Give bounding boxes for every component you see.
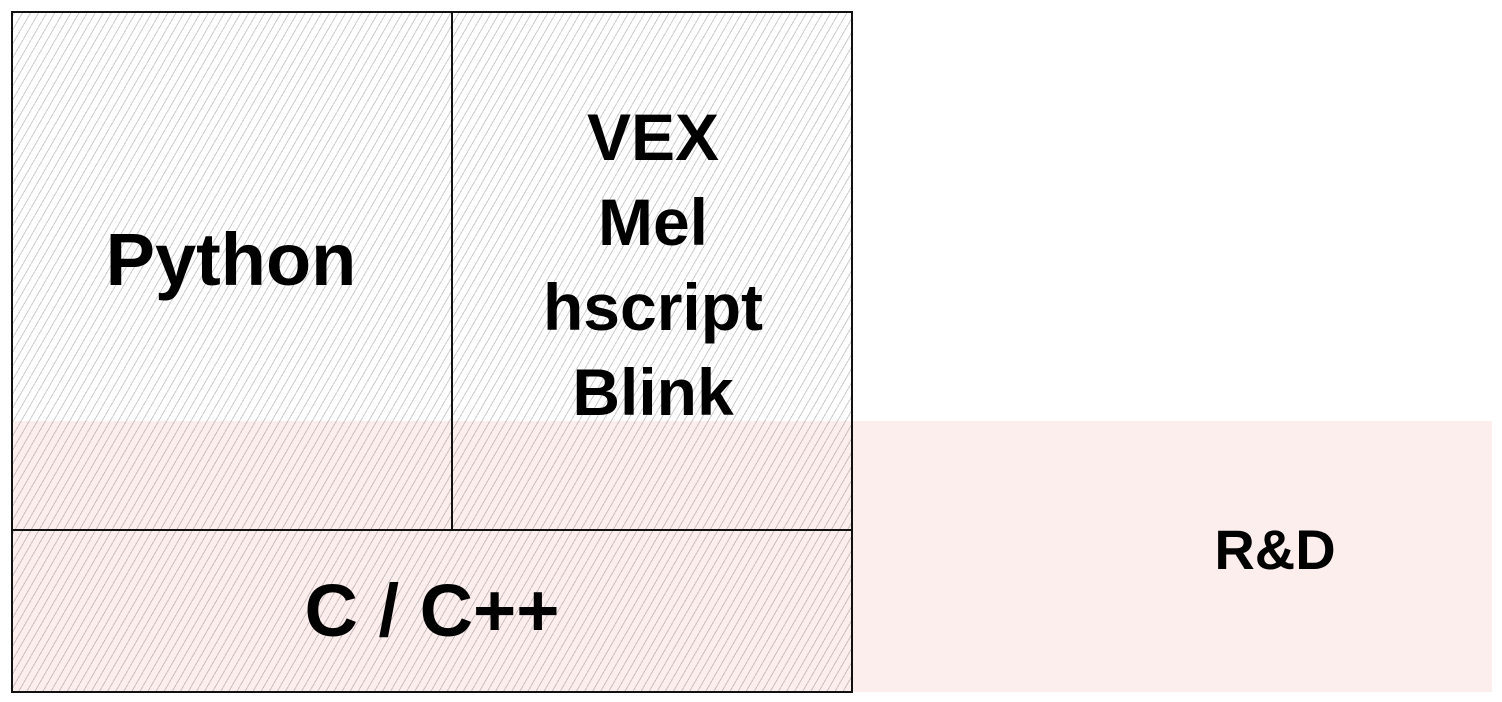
horizontal-divider	[11, 529, 853, 531]
mel-label: Mel	[597, 185, 709, 259]
languages-box	[11, 11, 853, 693]
vertical-divider	[451, 11, 453, 531]
rnd-band	[11, 421, 1492, 692]
python-label: Python	[105, 218, 357, 301]
c-cpp-label: C / C++	[304, 569, 560, 652]
hscript-label: hscript	[542, 270, 764, 344]
scripting-languages-list: VEX Mel hscript Blink	[453, 95, 853, 435]
hatched-languages-area	[12, 12, 852, 691]
blink-label: Blink	[572, 355, 734, 429]
rnd-label: R&D	[1214, 518, 1336, 581]
vex-label: VEX	[586, 100, 720, 174]
